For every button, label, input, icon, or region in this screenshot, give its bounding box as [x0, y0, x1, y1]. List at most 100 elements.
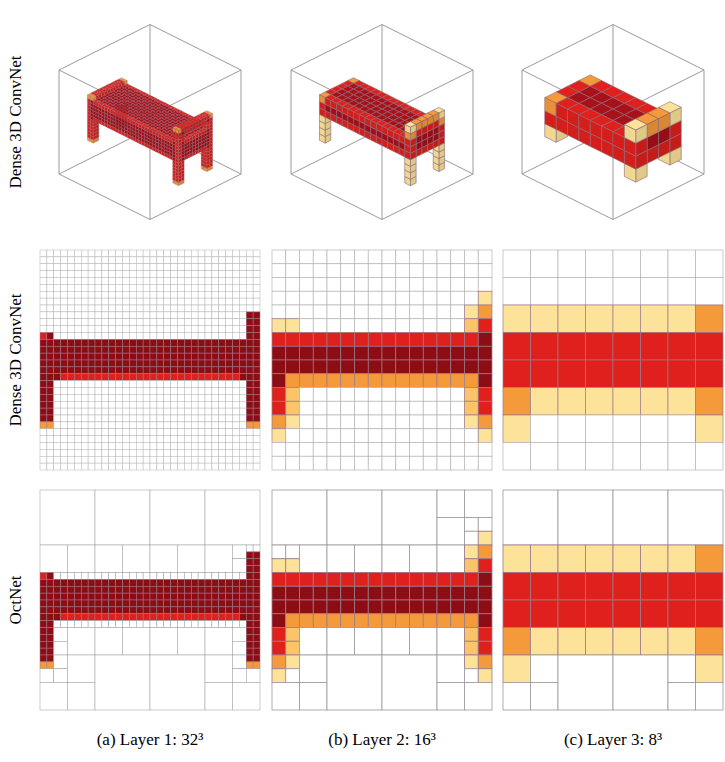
octree-cell: [239, 607, 246, 614]
grid-cell: [382, 401, 396, 415]
grid-cell: [88, 401, 95, 408]
grid-cell: [178, 394, 185, 401]
octree-cell: [47, 607, 54, 614]
grid-cell: [613, 388, 641, 416]
grid-cell: [54, 449, 61, 456]
grid-cell: [219, 456, 226, 463]
octree-cell: [68, 614, 75, 621]
grid-cell: [68, 436, 75, 443]
grid-cell: [286, 264, 300, 278]
grid-cell: [171, 319, 178, 326]
grid-cell: [212, 415, 219, 422]
grid-cell: [586, 305, 614, 333]
grid-cell: [668, 278, 696, 306]
grid-cell: [102, 284, 109, 291]
octree-cell: [368, 573, 382, 587]
grid-cell: [327, 401, 341, 415]
grid-cell: [95, 257, 102, 264]
grid-cell: [178, 312, 185, 319]
grid-cell: [246, 436, 253, 443]
grid-cell: [198, 367, 205, 374]
grid-cell: [74, 401, 81, 408]
octree-cell: [74, 579, 81, 586]
octree-cell: [40, 621, 47, 628]
grid-cell: [219, 367, 226, 374]
octree-cell: [88, 573, 95, 580]
grid-cell: [205, 333, 212, 340]
grid-cell: [88, 449, 95, 456]
octree-cell: [123, 607, 130, 614]
grid-cell: [396, 415, 410, 429]
grid-cell: [478, 250, 492, 264]
grid-cell: [205, 429, 212, 436]
grid-cell: [300, 388, 314, 402]
grid-cell: [102, 271, 109, 278]
grid-cell: [116, 305, 123, 312]
grid-cell: [212, 436, 219, 443]
octree-cell: [184, 607, 191, 614]
grid-cell: [95, 449, 102, 456]
grid-cell: [54, 271, 61, 278]
grid-cell: [219, 436, 226, 443]
grid-cell: [368, 415, 382, 429]
grid-cell: [451, 443, 465, 457]
grid-cell: [123, 374, 130, 381]
grid-cell: [219, 312, 226, 319]
octree-cell: [233, 593, 240, 600]
octree-cell: [246, 662, 253, 669]
grid-cell: [226, 415, 233, 422]
octree-cell: [239, 573, 246, 580]
grid-cell: [68, 271, 75, 278]
grid-cell: [239, 429, 246, 436]
octree-cell: [239, 600, 246, 607]
octree-cell: [40, 593, 47, 600]
grid-cell: [88, 333, 95, 340]
grid-cell: [396, 333, 410, 347]
grid-cell: [478, 388, 492, 402]
octree-cell: [246, 655, 253, 662]
octree-cell: [246, 600, 253, 607]
grid-cell: [184, 401, 191, 408]
grid-cell: [150, 449, 157, 456]
grid-cell: [47, 298, 54, 305]
octree-cell: [233, 559, 247, 573]
grid-cell: [272, 291, 286, 305]
grid-cell: [136, 353, 143, 360]
octree-cell: [95, 628, 123, 656]
grid-cell: [102, 429, 109, 436]
grid-cell: [437, 360, 451, 374]
grid-cell: [451, 374, 465, 388]
grid-cell: [613, 443, 641, 471]
grid-cell: [478, 374, 492, 388]
grid-cell: [205, 415, 212, 422]
grid-cell: [123, 388, 130, 395]
octree-cell: [641, 628, 669, 656]
grid-cell: [54, 305, 61, 312]
octree-cell: [368, 600, 382, 614]
grid-cell: [123, 257, 130, 264]
octree-cell: [205, 593, 212, 600]
grid-cell: [212, 319, 219, 326]
octree-cell: [102, 593, 109, 600]
grid-cell: [129, 408, 136, 415]
grid-cell: [613, 278, 641, 306]
grid-cell: [191, 278, 198, 285]
grid-cell: [286, 415, 300, 429]
grid-cell: [226, 298, 233, 305]
grid-cell: [184, 291, 191, 298]
grid-cell: [184, 257, 191, 264]
grid-cell: [74, 415, 81, 422]
grid-cell: [109, 339, 116, 346]
grid-cell: [226, 284, 233, 291]
grid-cell: [272, 415, 286, 429]
grid-cell: [272, 429, 286, 443]
grid-cell: [641, 360, 669, 388]
grid-cell: [355, 374, 369, 388]
grid-cell: [205, 339, 212, 346]
octree-cell: [116, 573, 123, 580]
grid-cell: [205, 422, 212, 429]
grid-cell: [246, 367, 253, 374]
octree-cell: [253, 586, 260, 593]
octree-cell: [157, 579, 164, 586]
octree-cell: [531, 600, 559, 628]
